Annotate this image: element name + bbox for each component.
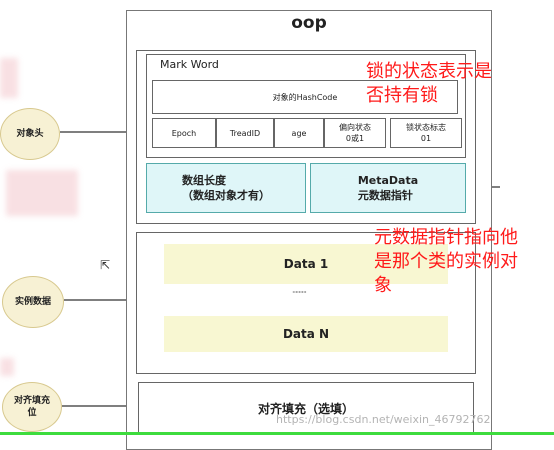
array-length-cell: 数组长度 （数组对象才有） <box>146 163 306 213</box>
data-1-cell: Data 1 <box>164 244 448 284</box>
metadata-annotation: 元数据指针指向他 是那个类的实例对 象 <box>374 227 518 296</box>
bottom-green-line <box>0 432 554 435</box>
instance-circle: 实例数据 <box>2 276 64 328</box>
data-n-cell: Data N <box>164 316 448 352</box>
watermark: https://blog.csdn.net/weixin_46792762 <box>276 413 491 426</box>
blur-artifact <box>0 58 18 98</box>
blur-artifact <box>0 358 14 376</box>
oop-title: oop <box>291 13 327 33</box>
epoch-cell: Epoch <box>152 118 216 148</box>
header-circle: 对象头 <box>0 108 60 160</box>
blur-artifact <box>6 170 78 216</box>
metadata-cell: MetaData 元数据指针 <box>310 163 466 213</box>
ellipsis-dots: ········· <box>292 288 307 297</box>
lock-flag-cell: 锁状态标志 01 <box>390 118 462 148</box>
metadata-text: MetaData 元数据指针 <box>357 174 419 202</box>
lock-annotation: 锁的状态表示是 否持有锁 <box>366 61 492 106</box>
age-cell: age <box>274 118 324 148</box>
threadid-cell: TreadID <box>216 118 274 148</box>
array-length-text: 数组长度 （数组对象才有） <box>182 174 270 202</box>
padding-box: 对齐填充（选填） <box>138 382 474 434</box>
mouse-cursor-icon: ⇱ <box>100 258 111 272</box>
mark-word-label: Mark Word <box>160 58 219 71</box>
hashcode-cell: 对象的HashCode <box>152 80 458 114</box>
padding-circle: 对齐填充 位 <box>2 382 62 432</box>
biased-flag-cell: 偏向状态 0或1 <box>324 118 386 148</box>
